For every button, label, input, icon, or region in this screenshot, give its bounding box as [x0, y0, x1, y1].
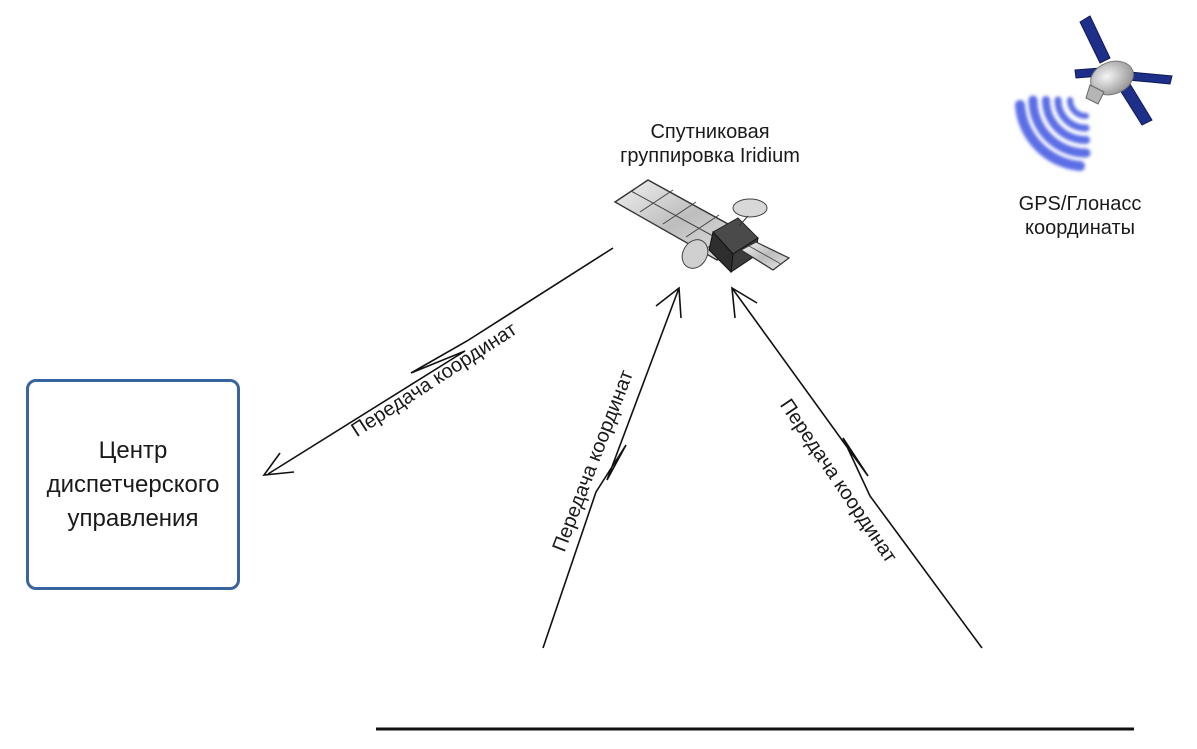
- gps-label-line1: GPS/Глонасс: [1018, 193, 1142, 215]
- communication-satellite-icon: [613, 179, 791, 274]
- link-line: [542, 287, 680, 649]
- link-satellite-to-dispatch-arrow: [262, 247, 614, 476]
- link-locomotive2-to-satellite-arrow: [731, 286, 983, 649]
- link-locomotive1-to-satellite-arrow: [542, 286, 682, 649]
- dispatch-center-line2: диспетчерского: [46, 470, 220, 498]
- arrowhead-icon: [731, 286, 758, 319]
- gps-label-line2: координаты: [1025, 217, 1135, 239]
- gps-satellite-icon: [1015, 15, 1173, 171]
- arrowhead-icon: [655, 286, 682, 319]
- locomotive-1: [432, 659, 642, 731]
- arrowhead-icon: [262, 452, 295, 476]
- dispatch-center-box: Центр диспетчерского управления: [26, 379, 240, 590]
- gps-label: GPS/Глонасс координаты: [990, 192, 1170, 240]
- iridium-label: Спутниковая группировка Iridium: [600, 120, 820, 168]
- dispatch-center-label: Центр диспетчерского управления: [47, 434, 220, 536]
- link-line: [731, 287, 983, 649]
- locomotive-2: [876, 659, 1086, 731]
- dispatch-center-line1: Центр: [98, 436, 168, 464]
- link-line: [267, 247, 614, 475]
- signal-waves-icon: [1015, 95, 1091, 171]
- iridium-label-line2: группировка Iridium: [620, 145, 800, 167]
- iridium-label-line1: Спутниковая: [650, 121, 770, 143]
- dispatch-center-line3: управления: [67, 504, 199, 532]
